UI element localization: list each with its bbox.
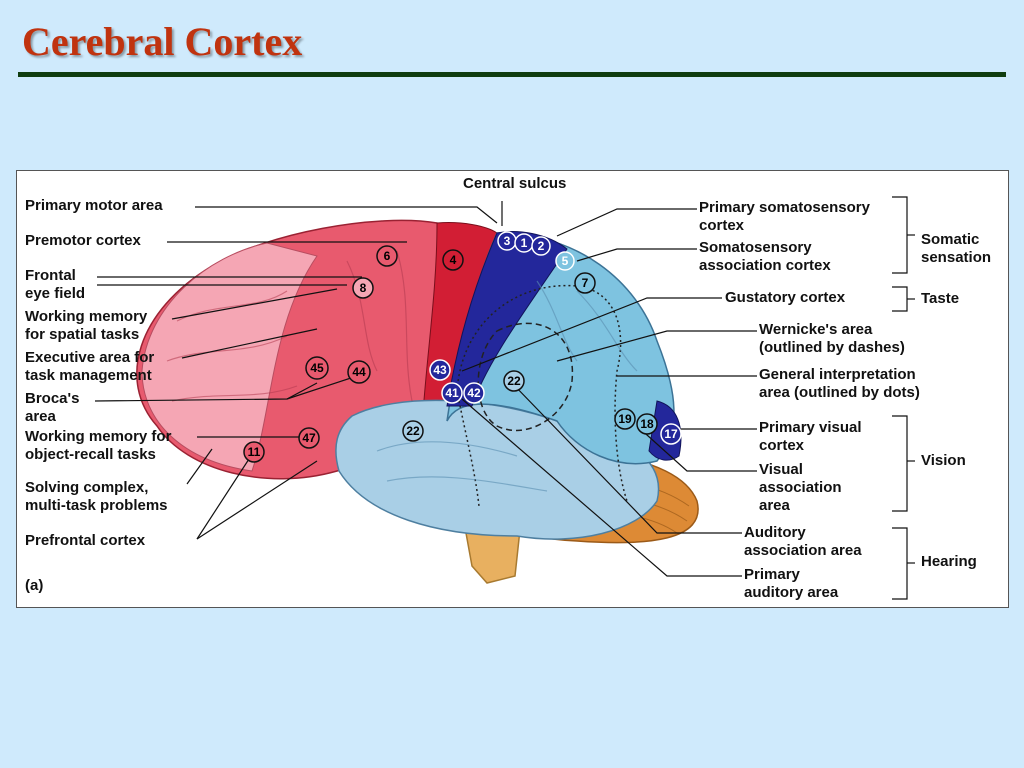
area-19: 19	[614, 408, 636, 430]
area-45: 45	[305, 356, 329, 380]
area-5: 5	[555, 251, 575, 271]
label-primary-auditory: Primary auditory area	[744, 566, 839, 601]
group-vision: Vision	[921, 452, 966, 469]
label-wernickes-area: Wernicke's area (outlined by dashes)	[759, 321, 905, 356]
area-2: 2	[531, 236, 551, 256]
label-gustatory-cortex: Gustatory cortex	[725, 289, 846, 306]
label-premotor-cortex: Premotor cortex	[25, 232, 141, 249]
area-11: 11	[243, 441, 265, 463]
svg-text:41: 41	[445, 386, 459, 400]
group-taste: Taste	[921, 290, 960, 307]
label-executive-area: Executive area for task management	[25, 349, 155, 384]
area-43: 43	[429, 359, 451, 381]
label-frontal-eye-field: Frontal eye field	[25, 267, 86, 302]
area-1: 1	[514, 233, 534, 253]
group-hearing: Hearing	[921, 553, 977, 570]
label-somatosensory-association: Somatosensory association cortex	[699, 239, 831, 274]
general-interpretation-outline	[456, 284, 628, 502]
label-solving-complex: Solving complex, multi-task problems	[25, 479, 168, 514]
area-17: 17	[660, 423, 682, 445]
somatosensory-strip	[446, 231, 568, 407]
svg-text:6: 6	[384, 249, 391, 263]
label-auditory-association: Auditory association area	[744, 524, 862, 559]
svg-text:44: 44	[352, 365, 366, 379]
label-central-sulcus: Central sulcus	[463, 175, 567, 192]
svg-text:17: 17	[664, 427, 678, 441]
label-visual-association: Visual association area	[759, 461, 842, 514]
area-7: 7	[574, 272, 596, 294]
brain-illustration: 6 4 8 3 1 2 5 7 45 44 43 41 42 22 22 47 …	[94, 196, 915, 600]
area-6: 6	[376, 245, 398, 267]
slide-title: Cerebral Cortex	[22, 19, 303, 64]
svg-text:1: 1	[521, 236, 528, 250]
label-working-memory-object: Working memory for object-recall tasks	[25, 428, 172, 463]
svg-text:7: 7	[582, 276, 589, 290]
area-47: 47	[298, 427, 320, 449]
svg-text:5: 5	[562, 254, 569, 268]
area-22-lower: 22	[402, 420, 424, 442]
svg-text:43: 43	[433, 363, 447, 377]
group-somatic-sensation: Somatic sensation	[921, 231, 992, 266]
brain-diagram-panel: 6 4 8 3 1 2 5 7 45 44 43 41 42 22 22 47 …	[16, 170, 1009, 608]
area-41: 41	[441, 382, 463, 404]
svg-text:3: 3	[504, 234, 511, 248]
svg-text:22: 22	[507, 374, 521, 388]
label-brocas-area: Broca's area	[25, 390, 80, 425]
svg-text:22: 22	[406, 424, 420, 438]
figure-tag: (a)	[25, 577, 44, 594]
area-markers: 6 4 8 3 1 2 5 7 45 44 43 41 42 22 22 47 …	[243, 231, 682, 463]
svg-text:8: 8	[360, 281, 367, 295]
label-primary-somatosensory: Primary somatosensory cortex	[699, 199, 870, 234]
label-primary-visual-cortex: Primary visual cortex	[759, 419, 862, 454]
title-divider	[18, 72, 1006, 77]
svg-text:4: 4	[450, 253, 457, 267]
svg-text:45: 45	[310, 361, 324, 375]
svg-text:2: 2	[538, 239, 545, 253]
svg-text:42: 42	[467, 386, 481, 400]
area-3: 3	[497, 231, 517, 251]
label-general-interpretation: General interpretation area (outlined by…	[759, 366, 920, 401]
area-8: 8	[352, 277, 374, 299]
svg-text:11: 11	[248, 445, 261, 459]
label-primary-motor-area: Primary motor area	[25, 197, 163, 214]
svg-text:19: 19	[618, 412, 632, 426]
area-42: 42	[463, 382, 485, 404]
svg-text:47: 47	[302, 431, 316, 445]
area-22-upper: 22	[503, 370, 525, 392]
svg-text:18: 18	[640, 417, 654, 431]
label-prefrontal-cortex: Prefrontal cortex	[25, 532, 146, 549]
area-18: 18	[636, 413, 658, 435]
area-4: 4	[442, 249, 464, 271]
label-working-memory-spatial: Working memory for spatial tasks	[25, 308, 148, 343]
area-44: 44	[347, 360, 371, 384]
